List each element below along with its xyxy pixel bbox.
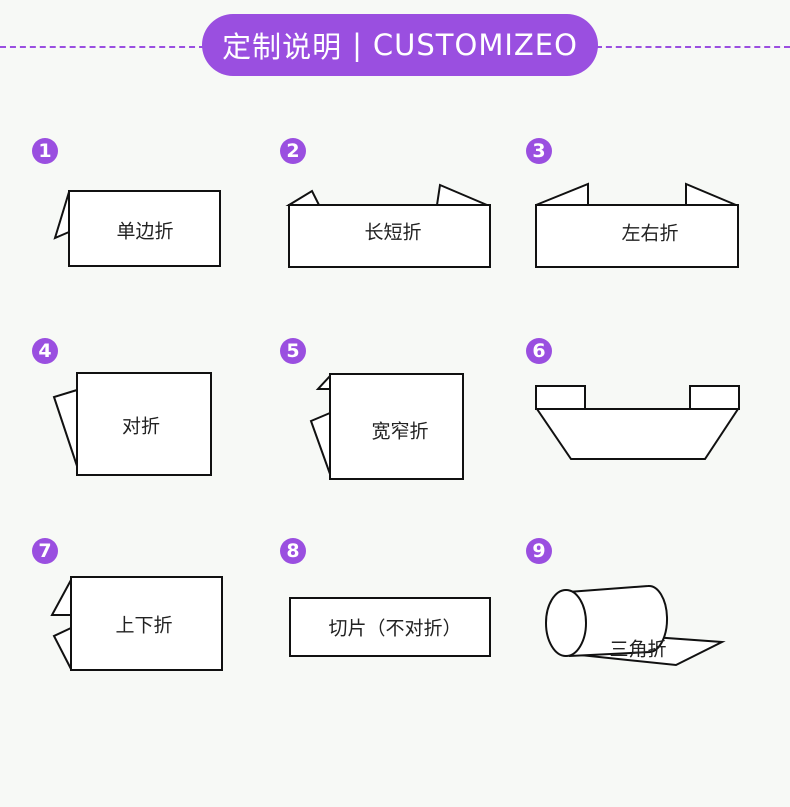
header-divider-right [596, 46, 790, 48]
item-9-label: 三角折 [609, 638, 667, 661]
item-8-number: 8 [280, 538, 306, 564]
item-7-label: 上下折 [115, 614, 173, 637]
fold-left-right-diagram [535, 182, 739, 268]
item-4-number: 4 [32, 338, 58, 364]
item-1-label: 单边折 [116, 220, 174, 243]
item-7-number: 7 [32, 538, 58, 564]
fold-long-short-diagram [285, 183, 491, 268]
item-2-label: 长短折 [364, 221, 422, 244]
cut-piece-diagram [289, 597, 491, 657]
fold-wide-narrow-diagram [309, 373, 464, 480]
header-title-en: CUSTOMIZEO [372, 28, 578, 62]
item-1-number: 1 [32, 138, 58, 164]
item-5-number: 5 [280, 338, 306, 364]
fold-trapezoid-tabs-diagram [535, 385, 740, 460]
header-divider-left [0, 46, 205, 48]
fold-half-diagram [52, 372, 212, 476]
header-title-pill: 定制说明 | CUSTOMIZEO [202, 14, 598, 76]
fold-top-bottom-diagram [50, 576, 223, 671]
item-6-number: 6 [526, 338, 552, 364]
item-3-number: 3 [526, 138, 552, 164]
item-8-label: 切片（不对折） [328, 617, 462, 640]
fold-triangle-roll-diagram [545, 584, 726, 667]
item-4-label: 对折 [121, 415, 161, 438]
item-9-number: 9 [526, 538, 552, 564]
item-5-label: 宽窄折 [371, 420, 429, 443]
item-2-number: 2 [280, 138, 306, 164]
item-3-label: 左右折 [621, 222, 679, 245]
header-title-separator: | [352, 28, 363, 62]
header-title-cn: 定制说明 [222, 30, 343, 64]
fold-single-edge-diagram [53, 190, 221, 267]
